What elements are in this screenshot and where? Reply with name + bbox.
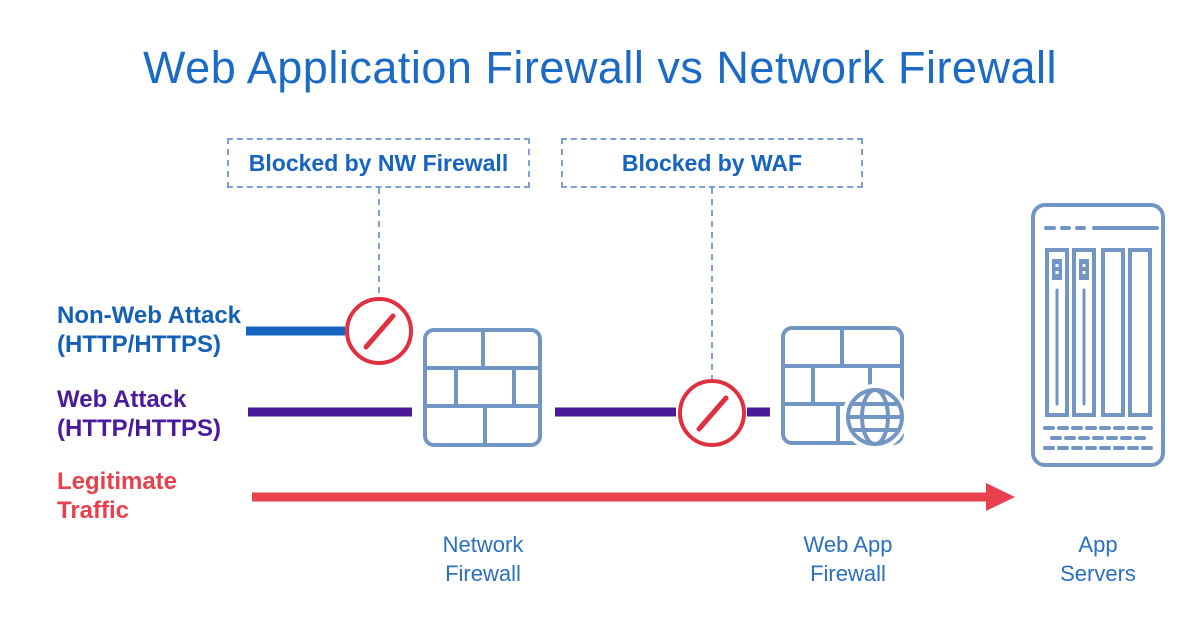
globe-icon: [846, 388, 904, 446]
node-label-network-firewall: Network Firewall: [442, 532, 524, 586]
callout-blocked-by-nw-firewall: Blocked by NW Firewall: [227, 138, 530, 188]
page-title: Web Application Firewall vs Network Fire…: [143, 42, 1057, 93]
callout-blocked-by-waf-label: Blocked by WAF: [621, 149, 803, 176]
brick-wall-globe-firewall-icon: [781, 326, 908, 450]
node-label-web-app-firewall: Web App Firewall: [803, 532, 893, 586]
brick-wall-firewall-icon: [423, 328, 542, 447]
blocked-no-entry-icon-waf: [678, 379, 746, 447]
node-label-app-servers: App Servers: [1060, 532, 1136, 586]
legend-legitimate-traffic: Legitimate Traffic: [57, 468, 178, 525]
legitimate-traffic-arrow: [252, 483, 1015, 511]
legend-web-attack: Web Attack (HTTP/HTTPS): [57, 386, 221, 443]
blocked-no-entry-icon-nw: [345, 297, 413, 365]
arrow-head: [986, 483, 1015, 511]
server-rack-icon: [1031, 203, 1165, 467]
callout-blocked-by-waf: Blocked by WAF: [561, 138, 863, 188]
legend-non-web-attack: Non-Web Attack (HTTP/HTTPS): [57, 302, 242, 359]
callout-blocked-by-nw-firewall-label: Blocked by NW Firewall: [248, 149, 509, 176]
